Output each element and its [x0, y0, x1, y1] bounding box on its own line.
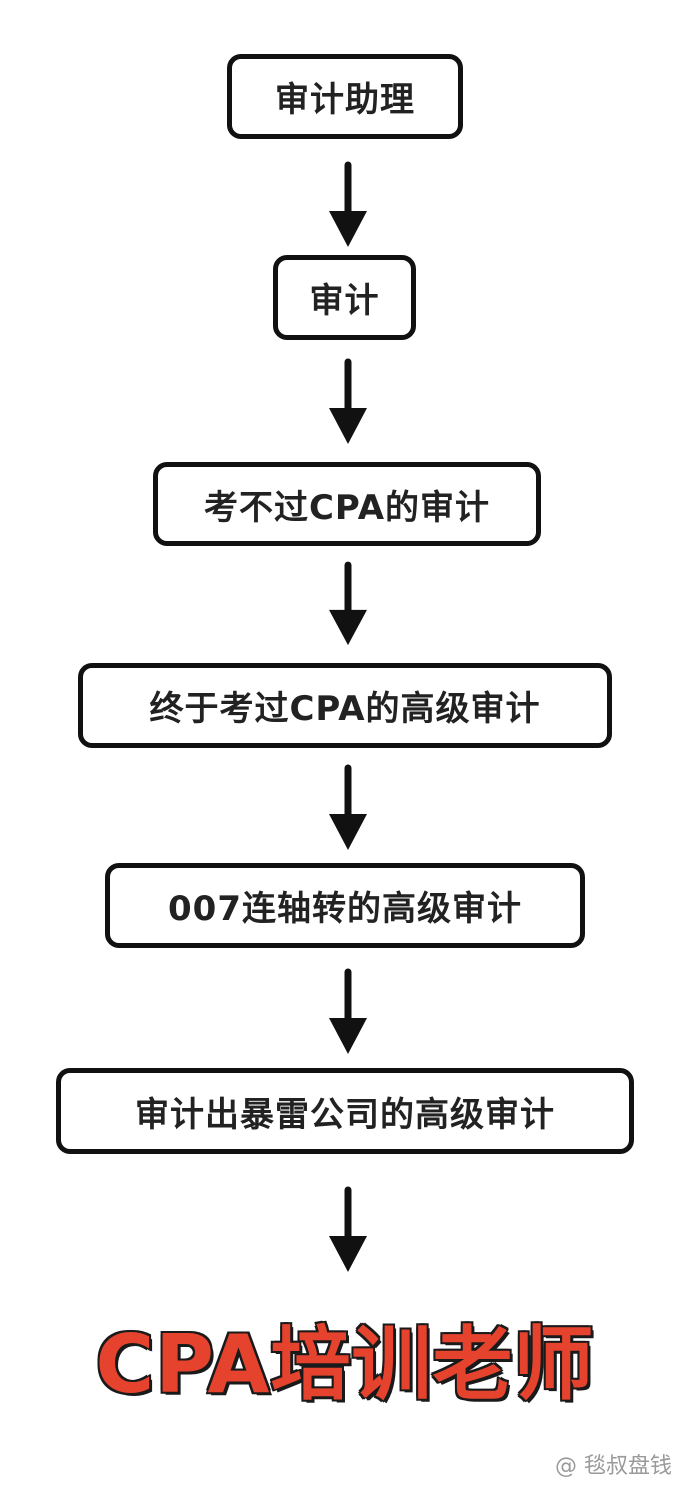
step-label-5: 007连轴转的高级审计: [168, 889, 522, 929]
step-label-1: 审计助理: [275, 80, 415, 120]
author-watermark: @ 毯叔盘钱: [555, 1454, 672, 1479]
down-arrow-icon: [323, 1186, 373, 1275]
final-outcome-title: CPA培训老师: [94, 1317, 595, 1413]
down-arrow-icon: [323, 764, 373, 853]
step-box-1: 审计助理: [227, 54, 463, 139]
step-label-2: 审计: [309, 281, 380, 321]
step-box-5: 007连轴转的高级审计: [105, 863, 585, 948]
down-arrow-icon: [323, 561, 373, 648]
down-arrow-icon: [323, 358, 373, 447]
down-arrow-icon: [323, 161, 373, 250]
step-label-4: 终于考过CPA的高级审计: [149, 689, 541, 729]
step-box-2: 审计: [273, 255, 416, 340]
step-box-3: 考不过CPA的审计: [153, 462, 541, 546]
down-arrow-icon: [323, 968, 373, 1057]
step-box-4: 终于考过CPA的高级审计: [78, 663, 612, 748]
step-box-6: 审计出暴雷公司的高级审计: [56, 1068, 634, 1154]
step-label-3: 考不过CPA的审计: [203, 487, 491, 528]
step-label-6: 审计出暴雷公司的高级审计: [135, 1094, 555, 1135]
